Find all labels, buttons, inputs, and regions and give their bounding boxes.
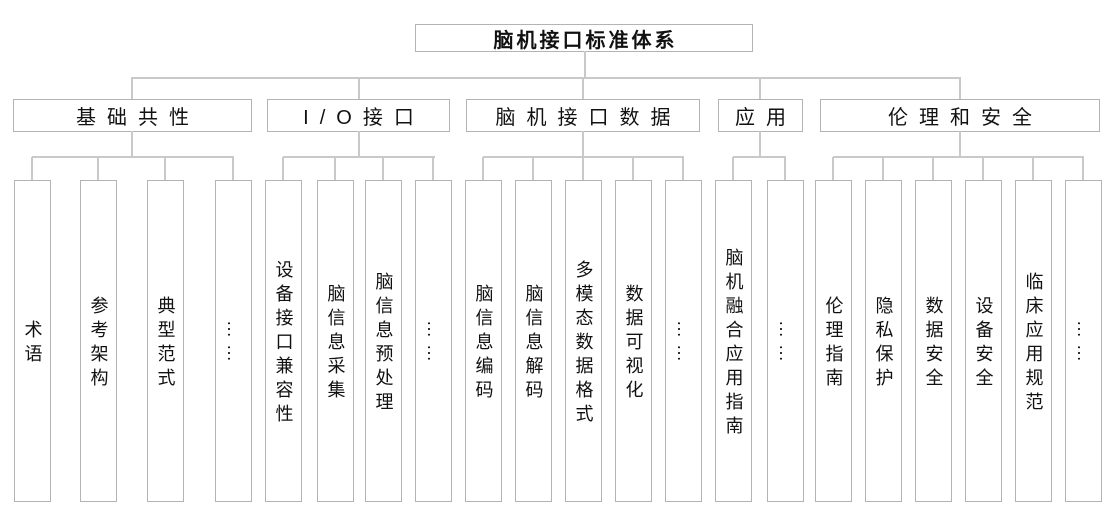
connector-line — [282, 157, 284, 181]
connector-line — [334, 157, 336, 181]
leaf-node: …… — [215, 180, 252, 502]
connector-line — [582, 157, 584, 181]
connector-line — [932, 157, 934, 181]
leaf-node: 典型范式 — [147, 180, 184, 502]
leaf-node: …… — [665, 180, 702, 502]
connector-line — [882, 157, 884, 181]
leaf-node: 脑信息解码 — [515, 180, 552, 502]
connector-line — [733, 156, 786, 158]
leaf-node: 术语 — [14, 180, 51, 502]
leaf-node: 脑信息预处理 — [365, 180, 402, 502]
connector-line — [432, 157, 434, 181]
leaf-node: 多模态数据格式 — [565, 180, 602, 502]
connector-line — [832, 157, 834, 181]
connector-line — [732, 157, 734, 181]
connector-line — [232, 157, 234, 181]
connector-line — [358, 131, 360, 157]
root-node: 脑机接口标准体系 — [415, 24, 753, 52]
category-application: 应用 — [718, 99, 803, 132]
connector-line — [1082, 157, 1084, 181]
category-foundation: 基础共性 — [13, 99, 252, 132]
connector-line — [959, 131, 961, 157]
leaf-node: 脑信息编码 — [465, 180, 502, 502]
connector-line — [982, 157, 984, 181]
leaf-node: …… — [415, 180, 452, 502]
connector-line — [759, 77, 761, 100]
connector-line — [131, 77, 961, 79]
connector-line — [833, 156, 1084, 158]
leaf-node: 隐私保护 — [865, 180, 902, 502]
leaf-node: 设备接口兼容性 — [265, 180, 302, 502]
connector-line — [164, 157, 166, 181]
connector-line — [131, 77, 133, 100]
leaf-node: 临床应用规范 — [1015, 180, 1052, 502]
connector-line — [131, 131, 133, 157]
leaf-node: 设备安全 — [965, 180, 1002, 502]
leaf-node: 参考架构 — [80, 180, 117, 502]
leaf-node: …… — [1065, 180, 1102, 502]
category-io-interface: I/O接口 — [267, 99, 450, 132]
connector-line — [32, 156, 234, 158]
connector-line — [959, 77, 961, 100]
leaf-node: 数据安全 — [915, 180, 952, 502]
connector-line — [1032, 157, 1034, 181]
category-ethics-safety: 伦理和安全 — [820, 99, 1100, 132]
connector-line — [382, 157, 384, 181]
leaf-node: 脑信息采集 — [317, 180, 354, 502]
leaf-node: 脑机融合应用指南 — [715, 180, 752, 502]
connector-line — [97, 157, 99, 181]
connector-line — [759, 131, 761, 157]
connector-line — [31, 157, 33, 181]
connector-line — [283, 156, 435, 158]
connector-line — [582, 131, 584, 157]
connector-line — [784, 157, 786, 181]
leaf-node: 伦理指南 — [815, 180, 852, 502]
connector-line — [358, 77, 360, 100]
connector-line — [482, 157, 484, 181]
category-bci-data: 脑机接口数据 — [466, 99, 700, 132]
connector-line — [582, 77, 584, 100]
leaf-node: 数据可视化 — [615, 180, 652, 502]
connector-line — [532, 157, 534, 181]
leaf-node: …… — [767, 180, 804, 502]
connector-line — [584, 51, 586, 78]
connector-line — [632, 157, 634, 181]
connector-line — [682, 157, 684, 181]
